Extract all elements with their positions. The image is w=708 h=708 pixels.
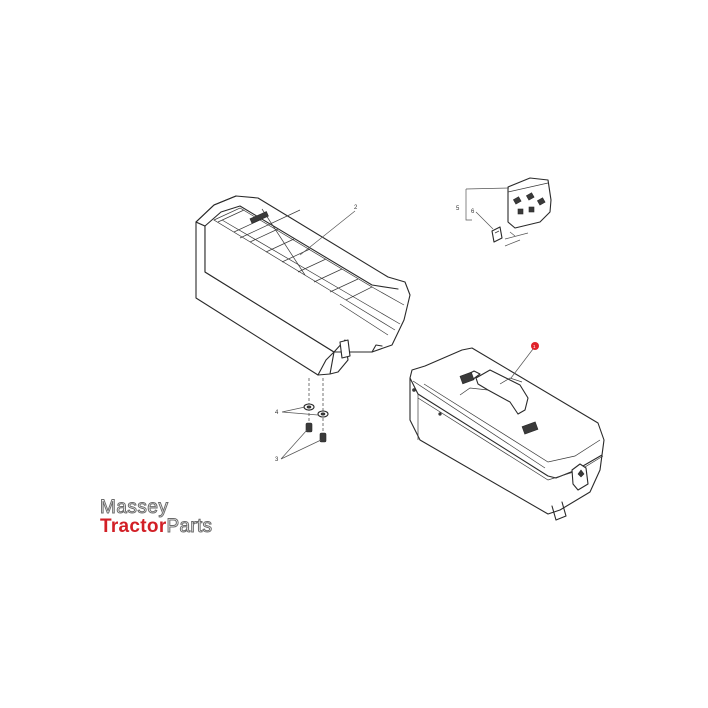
tray-part[interactable]: [195, 195, 411, 376]
washer-part[interactable]: [303, 403, 329, 418]
latch-assembly-part[interactable]: [507, 177, 552, 229]
logo-parts-text: Parts: [166, 516, 213, 537]
callout-2[interactable]: 2: [299, 205, 358, 256]
clip-leaders: [504, 231, 529, 247]
callout-5[interactable]: 5: [456, 187, 510, 221]
callout-2-label: 2: [354, 205, 358, 211]
logo-line1: Massey: [99, 497, 169, 518]
bolt-part[interactable]: [305, 422, 327, 443]
callout-4-label: 4: [275, 410, 279, 416]
toolbox-part[interactable]: [409, 347, 605, 521]
callout-3-label: 3: [275, 457, 279, 463]
callout-4[interactable]: 4: [275, 406, 319, 416]
callout-6[interactable]: 6: [471, 209, 494, 230]
logo-tractor-text: Tractor: [100, 516, 167, 537]
callout-1-highlight: [531, 342, 539, 350]
brand-logo: Massey TractorParts: [99, 497, 213, 537]
callout-1-label: 1: [533, 344, 536, 349]
callout-6-label: 6: [471, 209, 475, 215]
callout-1[interactable]: 1: [510, 342, 539, 379]
clip-part[interactable]: [491, 226, 503, 243]
callout-5-label: 5: [456, 206, 460, 212]
logo-line2: TractorParts: [100, 516, 213, 537]
callout-3[interactable]: 3: [275, 429, 322, 463]
